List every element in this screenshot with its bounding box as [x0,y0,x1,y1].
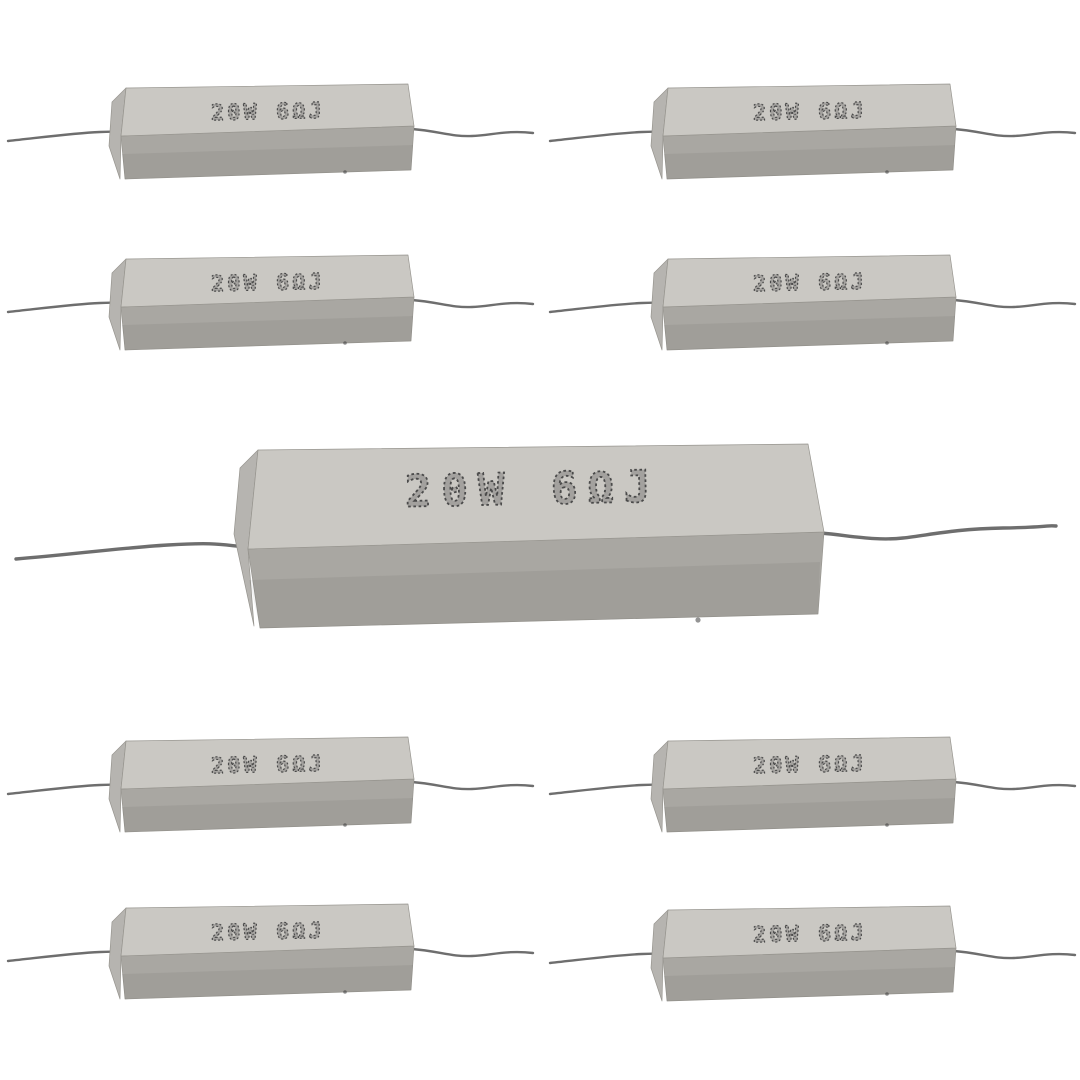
surface-speck [885,170,889,174]
lead-wire-right [410,127,535,138]
lead-wire-right [952,780,1077,791]
resistor-small-3: 20W 6ΩJ [6,254,535,351]
front-shading [664,967,955,1001]
surface-speck [885,992,889,996]
body-top-face [120,254,415,308]
lead-wire-left [6,301,123,314]
surface-speck [695,617,701,623]
body-top-face [662,254,957,308]
front-shading [249,562,820,628]
print-label: 20W 6ΩJ [211,752,325,780]
resistor-small-2: 20W 6ΩJ [548,83,1077,180]
print-label: 20W 6ΩJ [753,99,867,127]
lead-wire-right [952,949,1077,960]
front-shading [122,798,413,832]
surface-speck [343,341,347,345]
lead-wire-right [410,947,535,958]
print-label: 20W 6ΩJ [753,270,867,298]
resistor-small-7: 20W 6ΩJ [6,903,535,1000]
body-top-face [120,736,415,790]
body-top-face [662,905,957,959]
print-label: 20W 6ΩJ [753,921,867,949]
lead-wire-left [548,952,665,965]
body-top-face [120,903,415,957]
lead-wire-right [819,524,1058,541]
lead-wire-left [548,130,665,143]
lead-wire-left [6,783,123,796]
print-label: 20W 6ΩJ [211,270,325,298]
resistor-small-6: 20W 6ΩJ [548,736,1077,833]
lead-wire-left [6,130,123,143]
body-top-face [120,83,415,137]
front-shading [664,145,955,179]
resistor-small-8: 20W 6ΩJ [548,905,1077,1002]
lead-wire-right [952,127,1077,138]
surface-speck [885,823,889,827]
lead-wire-left [548,783,665,796]
surface-speck [343,823,347,827]
body-top-face [662,736,957,790]
surface-speck [885,341,889,345]
print-label: 20W 6ΩJ [211,919,325,947]
resistor-small-5: 20W 6ΩJ [6,736,535,833]
resistor-small-4: 20W 6ΩJ [548,254,1077,351]
front-shading [122,316,413,350]
lead-wire-left [548,301,665,314]
print-label: 20W 6ΩJ [753,752,867,780]
print-label: 20W 6ΩJ [211,99,325,127]
lead-wire-right [410,780,535,791]
body-top-face [247,443,825,550]
front-shading [122,145,413,179]
lead-wire-right [410,298,535,309]
resistor-large: 20W 6ΩJ [14,443,1058,629]
lead-wire-left [6,950,123,963]
front-shading [664,316,955,350]
surface-speck [343,170,347,174]
front-shading [122,965,413,999]
surface-speck [343,990,347,994]
print-label: 20W 6ΩJ [404,461,660,517]
resistor-small-1: 20W 6ΩJ [6,83,535,180]
lead-wire-left [14,542,248,561]
body-top-face [662,83,957,137]
lead-wire-right [952,298,1077,309]
front-shading [664,798,955,832]
